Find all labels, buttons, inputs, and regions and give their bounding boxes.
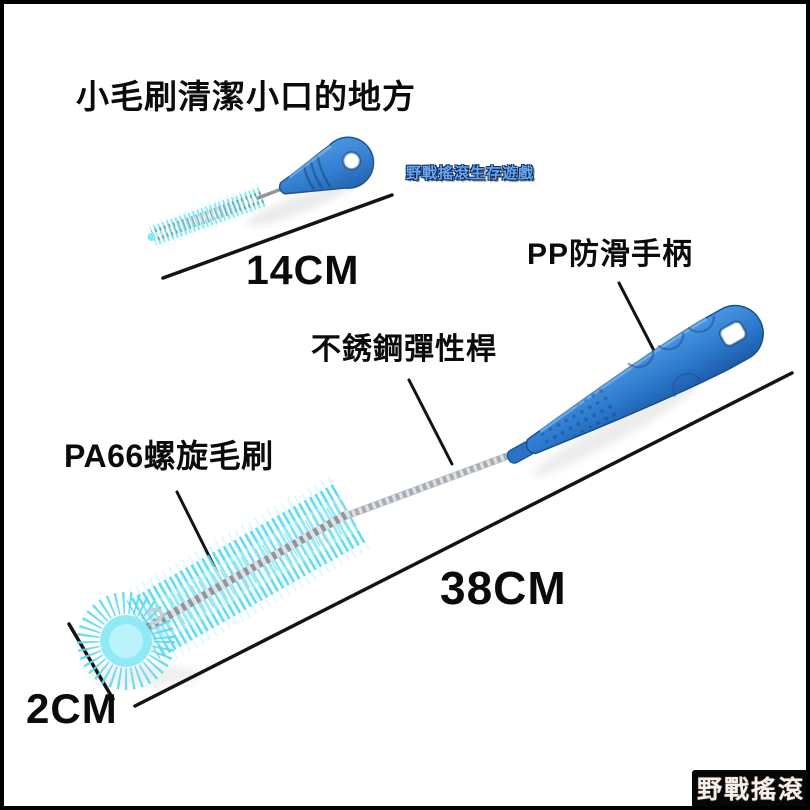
small-brush-bristles: [147, 184, 267, 249]
measure-line-14cm: [161, 193, 394, 280]
pointer-line-rod: [407, 378, 454, 466]
small-brush-shadow: [245, 181, 355, 227]
large-brush-handle: [506, 304, 764, 464]
steel-rod: [342, 446, 528, 520]
title-caption: 小毛刷清潔小口的地方: [76, 78, 416, 115]
large-brush-bristles: [122, 476, 370, 667]
brush-material-label: PA66螺旋毛刷: [64, 438, 274, 474]
measure-line-38cm: [133, 371, 794, 708]
small-brush-tip: [147, 233, 156, 241]
brush-diameter-label: 2CM: [26, 685, 118, 732]
small-brush-handle: [278, 136, 375, 195]
hang-hole: [718, 320, 748, 347]
small-brush-length-label: 14CM: [246, 247, 360, 293]
rod-material-label: 不銹鋼彈性桿: [311, 333, 497, 366]
handle-scallops: [627, 315, 716, 369]
corner-watermark-text: 野戰搖滾: [696, 775, 805, 804]
center-watermark: 野戰搖滾生存遊戲: [406, 165, 535, 182]
small-handle-hole: [341, 151, 362, 171]
small-brush-image: [147, 136, 375, 249]
large-brush-length-label: 38CM: [440, 562, 567, 614]
brush-tip-pom: [77, 592, 175, 690]
handle-material-label: PP防滑手柄: [527, 238, 694, 271]
large-brush-image: [77, 304, 764, 690]
large-handle-shadow: [531, 382, 699, 478]
antislip-dots: [538, 384, 621, 449]
corner-watermark: 野戰搖滾: [692, 770, 810, 810]
wire-end-loop: [146, 607, 164, 625]
